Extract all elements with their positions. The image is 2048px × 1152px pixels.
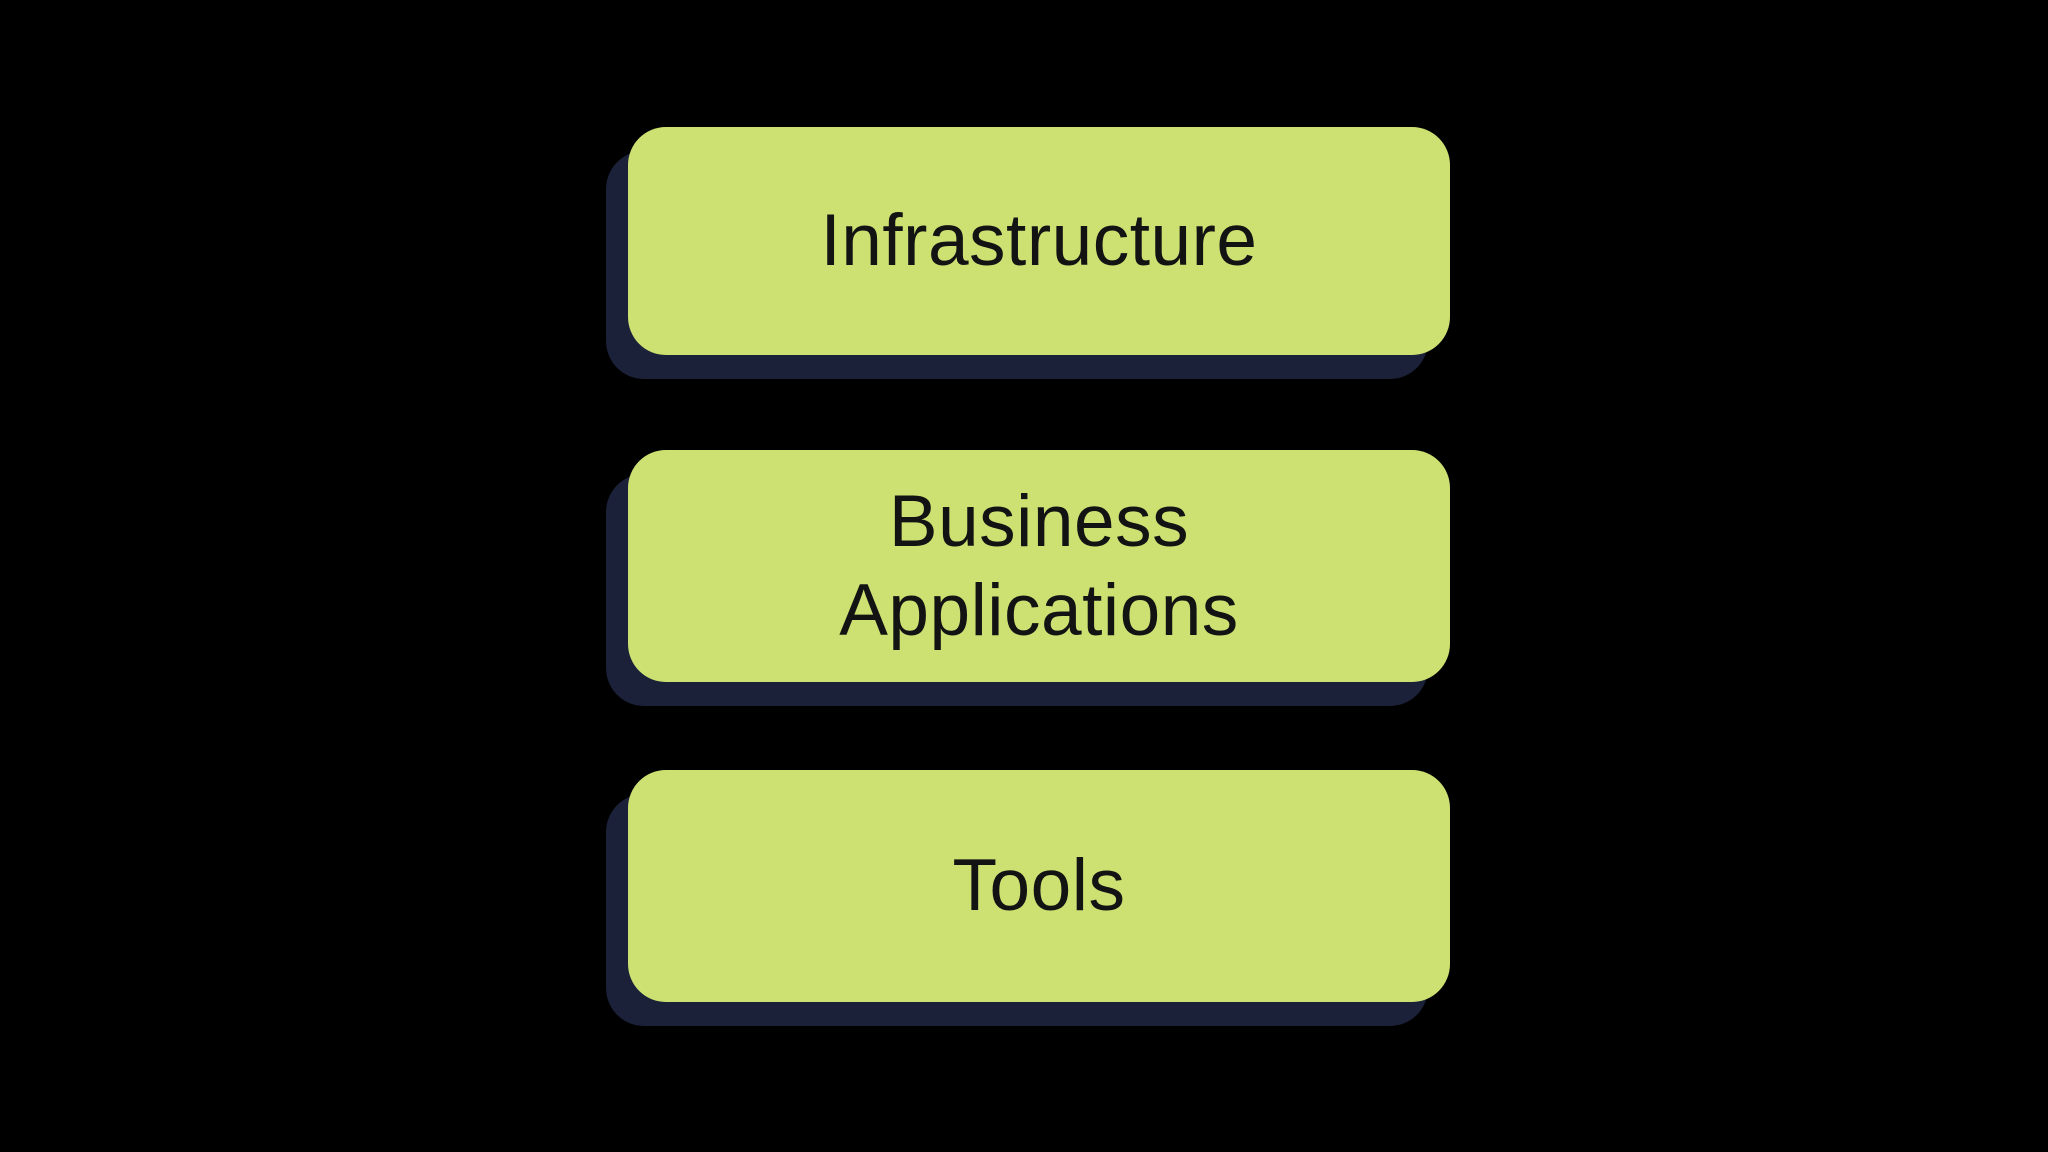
- diagram-node-business-applications: Business Applications: [628, 450, 1450, 682]
- node-label-business-applications: Business Applications: [839, 480, 1239, 651]
- diagram-node-tools: Tools: [628, 770, 1450, 1002]
- diagram-node-infrastructure: Infrastructure: [628, 127, 1450, 355]
- node-label-tools: Tools: [952, 845, 1126, 927]
- node-label-infrastructure: Infrastructure: [820, 200, 1258, 282]
